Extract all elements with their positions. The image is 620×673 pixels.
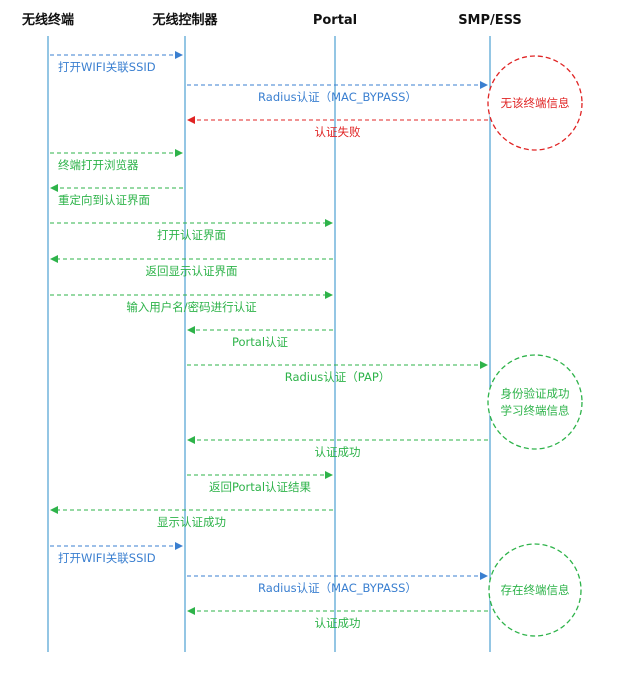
message-label: 返回Portal认证结果 (209, 480, 312, 494)
note-text: 学习终端信息 (501, 404, 570, 418)
message-label: 显示认证成功 (157, 515, 226, 529)
participant-headers: 无线终端 无线控制器 Portal SMP/ESS (21, 12, 522, 28)
note-text: 存在终端信息 (501, 583, 570, 597)
note-1: 无该终端信息 (487, 55, 583, 151)
note-circle (488, 543, 582, 637)
note-circle (487, 354, 583, 450)
message-9: Portal认证 (187, 326, 333, 349)
note-text: 无该终端信息 (501, 96, 570, 110)
messages: 打开WIFI关联SSID Radius认证（MAC_BYPASS） 认证失败终端打开… (50, 51, 488, 630)
message-label: Portal认证 (232, 335, 289, 349)
message-16: 认证成功 (187, 607, 488, 630)
message-label: 打开WIFI关联SSID (58, 551, 156, 565)
message-2: Radius认证（MAC_BYPASS） (187, 81, 488, 104)
message-label: 打开认证界面 (157, 228, 226, 242)
message-4: 终端打开浏览器 (50, 149, 183, 172)
message-label: Radius认证（PAP） (285, 370, 391, 384)
message-6: 打开认证界面 (50, 219, 333, 242)
participant-smp: SMP/ESS (458, 13, 522, 28)
message-10: Radius认证（PAP） (187, 361, 488, 384)
message-label: 输入用户名/密码进行认证 (126, 300, 257, 314)
note-circle (487, 55, 583, 151)
message-label: Radius认证（MAC_BYPASS） (258, 90, 417, 104)
message-12: 返回Portal认证结果 (187, 471, 333, 494)
message-label: 重定向到认证界面 (58, 193, 150, 207)
note-text: 身份验证成功 (501, 387, 570, 401)
message-label: 终端打开浏览器 (58, 158, 139, 172)
message-label: 打开WIFI关联SSID (58, 60, 156, 74)
message-1: 打开WIFI关联SSID (50, 51, 183, 74)
message-label: 返回显示认证界面 (146, 264, 238, 278)
lifelines (47, 36, 491, 652)
message-13: 显示认证成功 (50, 506, 333, 529)
message-14: 打开WIFI关联SSID (50, 542, 183, 565)
participant-portal: Portal (313, 13, 357, 28)
message-7: 返回显示认证界面 (50, 255, 333, 278)
message-label: 认证成功 (315, 445, 361, 459)
message-15: Radius认证（MAC_BYPASS） (187, 572, 488, 595)
participant-terminal: 无线终端 (21, 12, 74, 28)
note-3: 存在终端信息 (488, 543, 582, 637)
participant-controller: 无线控制器 (151, 12, 218, 28)
message-label: Radius认证（MAC_BYPASS） (258, 581, 417, 595)
message-5: 重定向到认证界面 (50, 184, 183, 207)
message-11: 认证成功 (187, 436, 488, 459)
message-label: 认证成功 (315, 616, 361, 630)
message-3: 认证失败 (187, 116, 488, 139)
message-8: 输入用户名/密码进行认证 (50, 291, 333, 314)
message-label: 认证失败 (315, 125, 361, 139)
